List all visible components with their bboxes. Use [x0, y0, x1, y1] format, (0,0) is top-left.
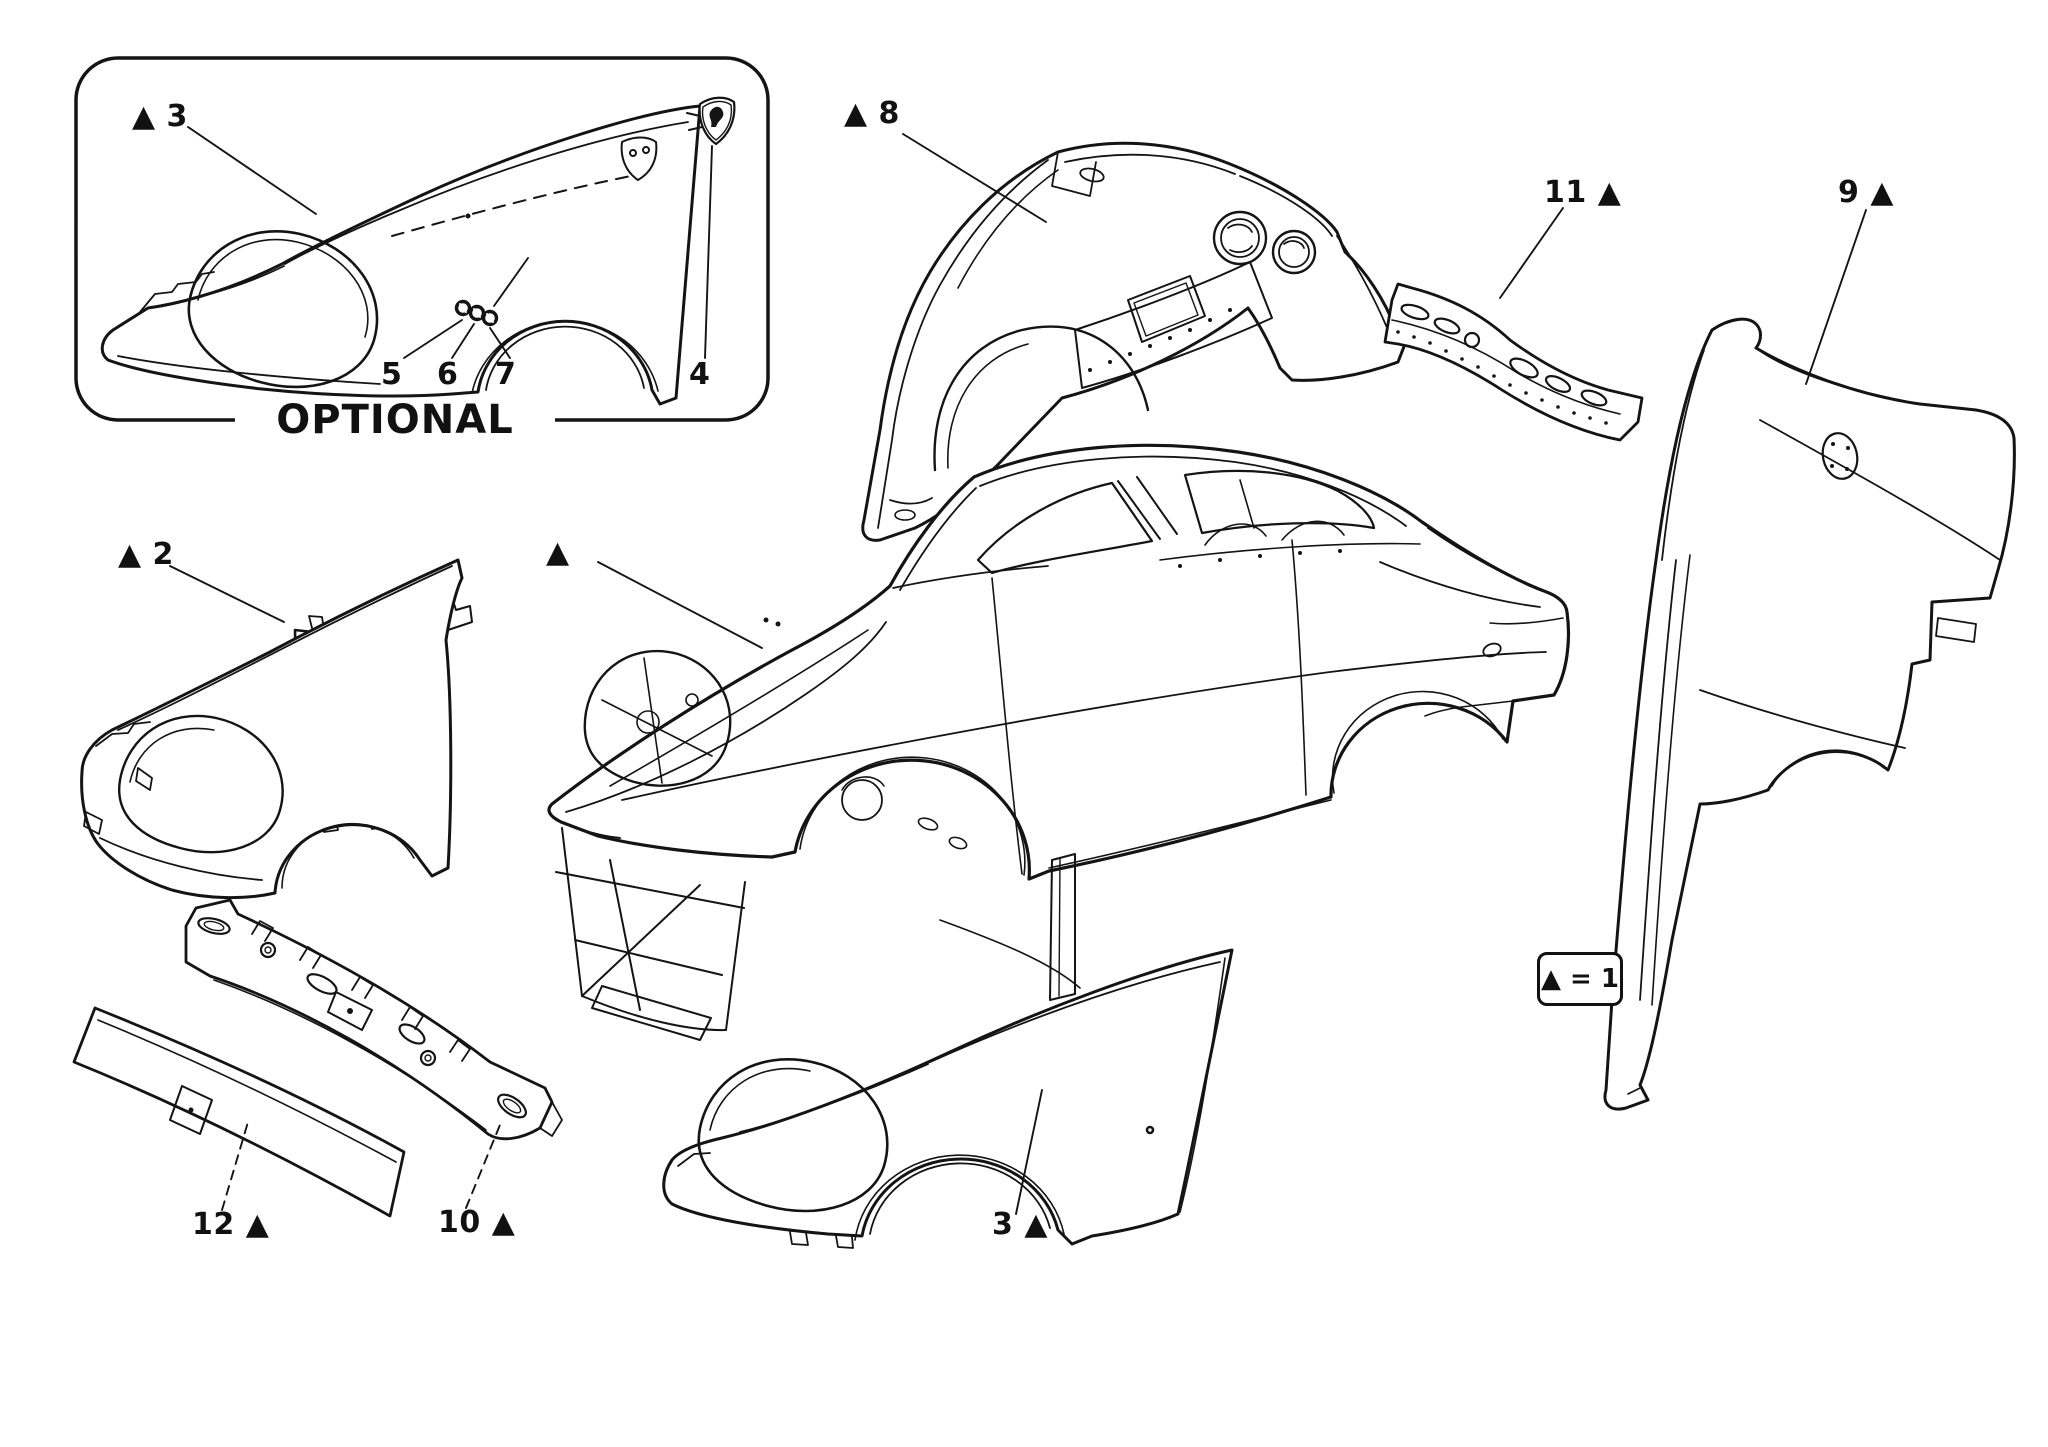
callout-label-4: 4	[689, 357, 711, 392]
callout-label-7: 7	[495, 357, 517, 392]
fuel-filler-opening	[1821, 432, 1859, 480]
leader-6	[451, 323, 475, 359]
callout-label-inset-3: ▲ 3	[132, 99, 188, 134]
front-fender-assembly-drawing	[80, 558, 473, 900]
crossmember-rivet-dots	[1396, 330, 1608, 425]
leader-8	[902, 133, 1047, 223]
callout-label-8: ▲ 8	[844, 96, 900, 131]
leader-body	[597, 561, 763, 649]
front-fender-drawing	[662, 948, 1234, 1249]
optional-caption: OPTIONAL	[235, 398, 555, 442]
callout-label-10: 10 ▲	[438, 1205, 516, 1240]
leader-11	[1499, 207, 1564, 299]
front-frame-truss	[555, 821, 746, 1041]
rear-crossmember-drawing	[1383, 282, 1644, 442]
rear-inner-quarter-drawing	[861, 141, 1407, 542]
taillight-holes	[1212, 210, 1317, 275]
callout-label-5: 5	[381, 357, 403, 392]
callout-label-body: ▲	[546, 535, 570, 570]
leader-9	[1805, 209, 1867, 385]
leader-inset-3	[187, 126, 317, 215]
leader-4	[704, 145, 713, 359]
leader-clips-arch	[493, 257, 529, 307]
rivet-dots	[1088, 308, 1232, 372]
shield-badge-icon	[686, 96, 736, 146]
headlight-bucket	[583, 649, 732, 787]
rear-quarter-panel-drawing	[1603, 317, 2016, 1111]
leader-2	[169, 565, 285, 623]
windshield-lower-trim-drawing	[72, 1006, 406, 1218]
leader-3	[1015, 1089, 1043, 1215]
callout-label-11: 11 ▲	[1544, 175, 1622, 210]
leader-7	[489, 327, 511, 359]
leader-12	[221, 1121, 249, 1211]
callout-label-2: ▲ 2	[118, 537, 174, 572]
fastener-clips	[454, 299, 499, 327]
quantity-legend: ▲ = 1	[1537, 952, 1623, 1006]
leader-lines	[169, 126, 1867, 1215]
cowl-crossmember-drawing	[184, 898, 563, 1141]
callout-label-3: 3 ▲	[992, 1207, 1048, 1242]
body-shell-drawing	[547, 443, 1571, 1041]
license-plate-recess	[1127, 275, 1206, 343]
quantity-legend-label: ▲ = 1	[1541, 964, 1619, 994]
callout-label-6: 6	[437, 357, 459, 392]
badge-mount-outline	[620, 136, 658, 181]
leader-10	[465, 1119, 503, 1209]
leader-5	[403, 319, 463, 359]
callout-label-9: 9 ▲	[1838, 175, 1894, 210]
inset-front-fender-drawing	[100, 104, 702, 406]
callout-label-12: 12 ▲	[192, 1207, 270, 1242]
